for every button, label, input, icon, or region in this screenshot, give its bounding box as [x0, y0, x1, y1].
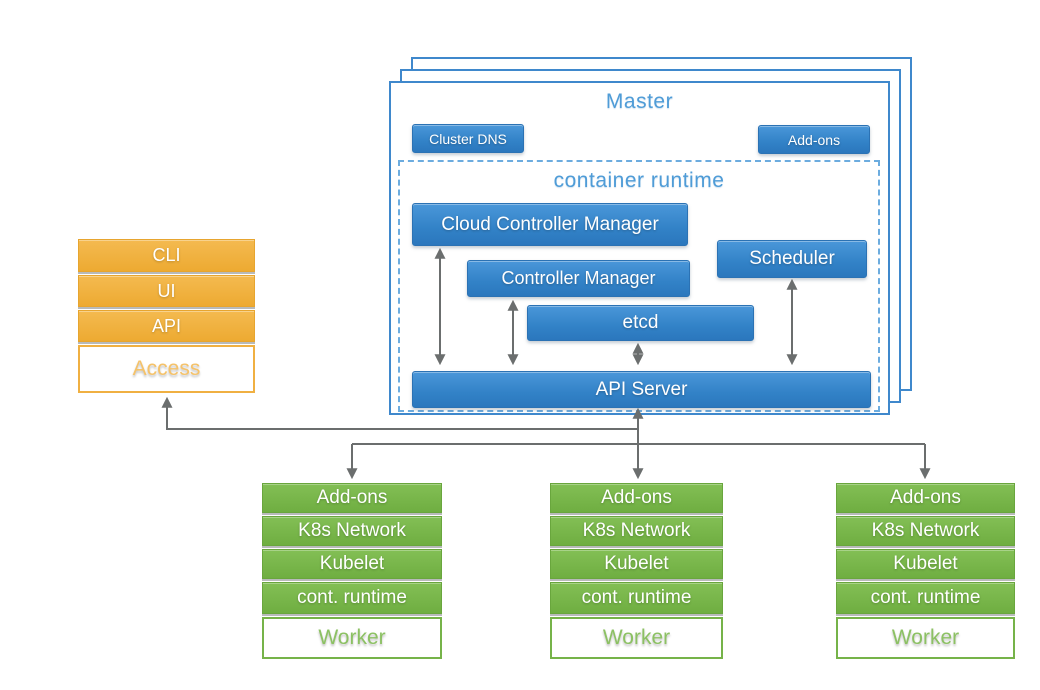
worker2-kubelet-label: Kubelet [604, 553, 669, 574]
scheduler-label: Scheduler [749, 248, 835, 269]
master-addons-node: Add-ons [758, 125, 870, 154]
access-base: Access [78, 345, 255, 393]
worker1-row-kubelet: Kubelet [262, 549, 442, 579]
worker2-k8s-network-label: K8s Network [582, 520, 691, 541]
worker2-addons-label: Add-ons [601, 487, 672, 508]
cluster-dns-label: Cluster DNS [429, 130, 507, 147]
master-addons-label: Add-ons [787, 131, 841, 148]
worker3-base-label: Worker [891, 626, 960, 649]
access-stack: CLI UI API Access [78, 239, 255, 393]
worker3-row-cont-runtime: cont. runtime [836, 582, 1015, 614]
master-node: Master Cluster DNS Add-ons container run… [389, 81, 890, 415]
worker3-cont-runtime-label: cont. runtime [870, 587, 981, 608]
api-server-node: API Server [412, 371, 871, 408]
worker2-base-label: Worker [602, 626, 671, 649]
controller-manager-label: Controller Manager [501, 268, 656, 288]
worker1-cont-runtime-label: cont. runtime [297, 587, 407, 608]
worker2-base: Worker [550, 617, 723, 659]
api-server-label: API Server [595, 378, 688, 400]
worker1-kubelet-label: Kubelet [319, 553, 385, 574]
worker1-base: Worker [262, 617, 442, 659]
worker-stack-1: Add-ons K8s Network Kubelet cont. runtim… [262, 483, 442, 659]
worker1-row-addons: Add-ons [262, 483, 442, 513]
worker2-row-addons: Add-ons [550, 483, 723, 513]
worker3-row-kubelet: Kubelet [836, 549, 1015, 579]
cluster-dns-node: Cluster DNS [412, 124, 524, 153]
worker1-k8s-network-label: K8s Network [298, 520, 406, 541]
access-row-api: API [78, 310, 255, 342]
worker2-row-kubelet: Kubelet [550, 549, 723, 579]
worker-stack-3: Add-ons K8s Network Kubelet cont. runtim… [836, 483, 1015, 659]
worker3-kubelet-label: Kubelet [893, 553, 958, 574]
access-row-ui: UI [78, 275, 255, 307]
worker3-k8s-network-label: K8s Network [871, 520, 980, 541]
worker2-row-cont-runtime: cont. runtime [550, 582, 723, 614]
worker3-row-addons: Add-ons [836, 483, 1015, 513]
etcd-node: etcd [527, 305, 754, 341]
access-base-label: Access [132, 357, 201, 380]
controller-manager-node: Controller Manager [467, 260, 690, 297]
worker3-base: Worker [836, 617, 1015, 659]
scheduler-node: Scheduler [717, 240, 867, 278]
worker1-row-cont-runtime: cont. runtime [262, 582, 442, 614]
access-row-api-label: API [151, 315, 181, 336]
master-title: Master [605, 90, 674, 113]
cloud-controller-manager-node: Cloud Controller Manager [412, 203, 688, 246]
etcd-label: etcd [622, 312, 659, 333]
worker1-addons-label: Add-ons [316, 487, 388, 508]
cloud-controller-manager-label: Cloud Controller Manager [441, 213, 659, 235]
worker2-cont-runtime-label: cont. runtime [581, 587, 692, 608]
worker3-addons-label: Add-ons [890, 487, 961, 508]
worker2-row-k8s-network: K8s Network [550, 516, 723, 546]
worker-stack-2: Add-ons K8s Network Kubelet cont. runtim… [550, 483, 723, 659]
worker1-base-label: Worker [318, 626, 386, 649]
access-row-ui-label: UI [157, 280, 176, 301]
access-row-cli: CLI [78, 239, 255, 272]
worker3-row-k8s-network: K8s Network [836, 516, 1015, 546]
worker1-row-k8s-network: K8s Network [262, 516, 442, 546]
container-runtime-title: container runtime [553, 169, 725, 192]
access-row-cli-label: CLI [152, 245, 181, 265]
